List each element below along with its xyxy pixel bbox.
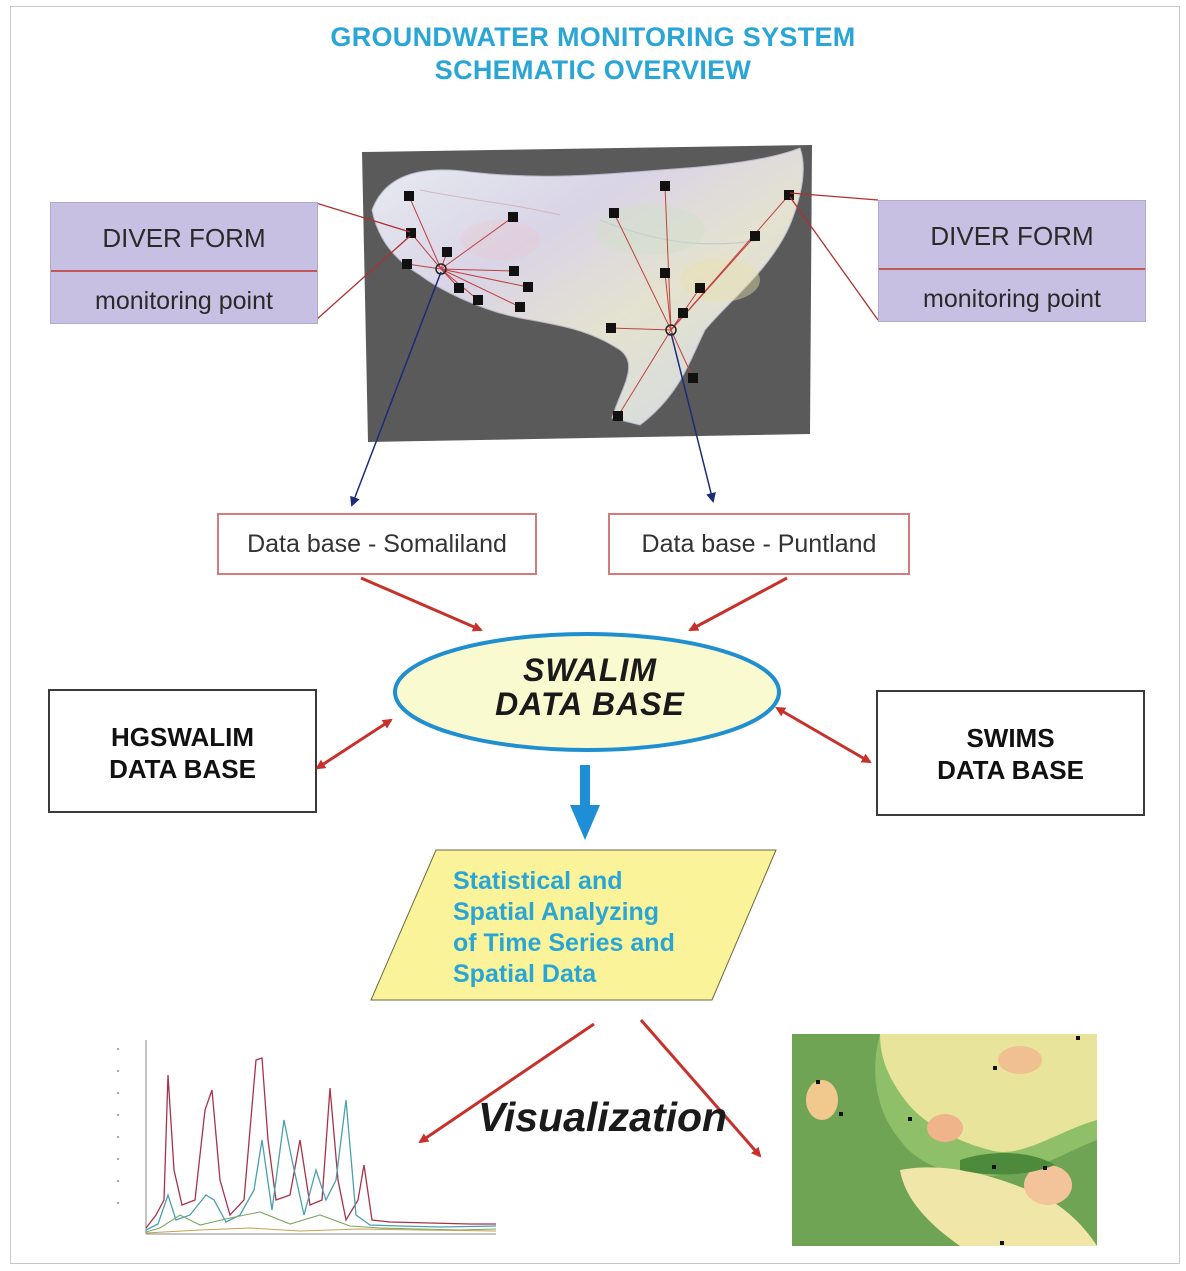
database-somaliland: Data base - Somaliland <box>217 513 537 575</box>
diver-form-left-subtitle: monitoring point <box>51 270 317 325</box>
analysis-line3: of Time Series and <box>453 929 675 957</box>
diver-form-right: DIVER FORM monitoring point <box>878 200 1146 322</box>
swalim-line2: DATA BASE <box>495 686 685 722</box>
visualization-label: Visualization <box>478 1094 728 1140</box>
diver-form-left-title: DIVER FORM <box>102 223 266 253</box>
analysis-line1: Statistical and <box>453 867 623 895</box>
diver-form-right-subtitle: monitoring point <box>879 268 1145 323</box>
arrow-to-spatial-map <box>639 1019 762 1158</box>
arrow-hgswalim-swalim <box>315 718 393 770</box>
monitoring-point-markers <box>402 181 794 421</box>
hgswalim-line2: DATA BASE <box>109 754 256 784</box>
diver-form-right-title: DIVER FORM <box>930 221 1094 251</box>
analysis-text: Statistical and Spatial Analyzing of Tim… <box>453 866 753 990</box>
swalim-ellipse <box>393 632 781 752</box>
hgswalim-line1: HGSWALIM <box>111 722 254 752</box>
arrow-to-timeseries <box>418 1022 595 1144</box>
arrow-swalim-swims <box>775 706 872 764</box>
arrow-puntland-to-swalim <box>688 576 788 632</box>
diagram-title-line2: SCHEMATIC OVERVIEW <box>434 55 752 85</box>
swims-database-box: SWIMS DATA BASE <box>876 690 1145 816</box>
swalim-line1: SWALIM <box>523 652 657 688</box>
swims-line1: SWIMS <box>966 723 1055 753</box>
arrow-swalim-to-analysis <box>570 765 600 840</box>
spatial-map-thumbnail <box>792 1034 1097 1246</box>
diagram-frame <box>10 6 1180 1264</box>
arrow-somaliland-to-swalim <box>360 576 483 632</box>
diver-connectors <box>315 192 879 321</box>
somalia-map-panel <box>362 145 812 442</box>
arrow-map-to-puntland <box>670 332 716 503</box>
analysis-line2: Spatial Analyzing <box>453 898 660 926</box>
swims-line2: DATA BASE <box>937 755 1084 785</box>
timeseries-thumbnail <box>117 1040 497 1235</box>
analysis-line4: Spatial Data <box>453 960 597 988</box>
somalia-land-shape <box>371 147 804 426</box>
hgswalim-database-box: HGSWALIM DATA BASE <box>48 689 317 813</box>
diver-form-left: DIVER FORM monitoring point <box>50 202 318 324</box>
database-puntland: Data base - Puntland <box>608 513 910 575</box>
diagram-title-line1: GROUNDWATER MONITORING SYSTEM <box>330 22 856 52</box>
analysis-parallelogram <box>370 849 777 1001</box>
arrow-map-to-somaliland <box>350 271 442 507</box>
